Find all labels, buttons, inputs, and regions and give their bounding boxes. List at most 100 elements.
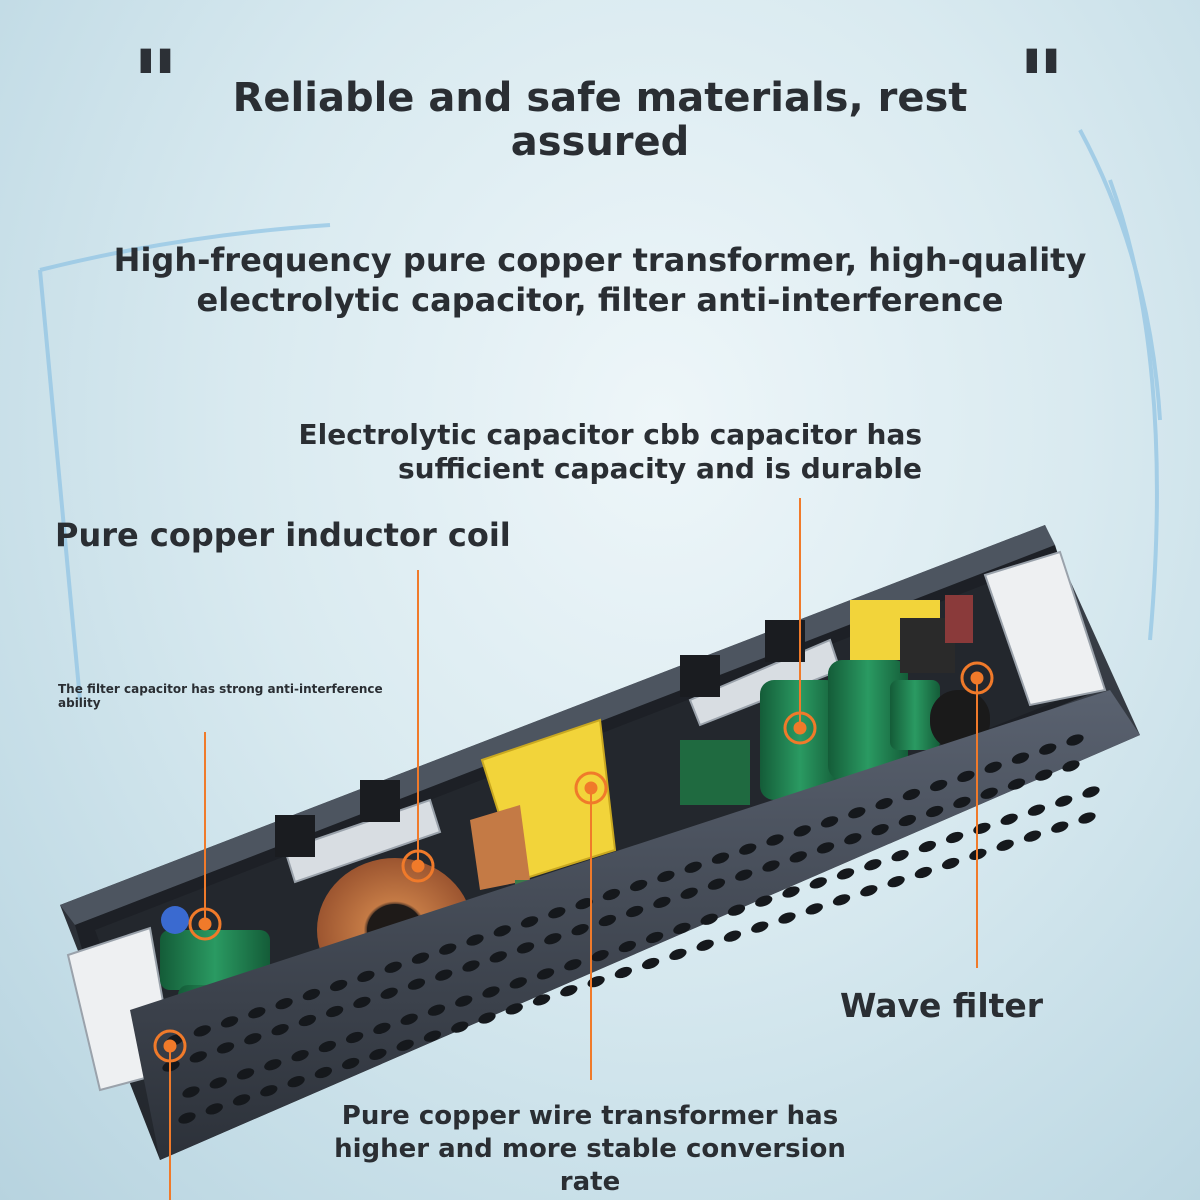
- vent-hole: [1051, 821, 1069, 833]
- vent-hole: [587, 976, 605, 988]
- vent-hole: [205, 1103, 223, 1115]
- heatsink-bars: [275, 620, 842, 884]
- vent-hole: [820, 816, 839, 828]
- vent-hole: [918, 840, 936, 853]
- vent-hole: [739, 843, 757, 855]
- vent-hole: [711, 852, 730, 864]
- vent-hole: [809, 877, 827, 889]
- vent-hole: [1082, 786, 1100, 798]
- vent-hole: [723, 930, 742, 942]
- vent-hole: [832, 894, 851, 906]
- vent-hole: [291, 1050, 309, 1062]
- vent-hole: [591, 950, 609, 962]
- vent-hole: [1007, 778, 1026, 790]
- vent-hole: [302, 988, 320, 1001]
- vent-hole: [646, 931, 664, 944]
- vent-hole: [782, 886, 800, 898]
- vent-hole: [657, 870, 675, 882]
- vent-hole: [264, 1059, 282, 1071]
- vent-hole: [614, 966, 632, 979]
- shield-outline-decoration: [38, 129, 1162, 701]
- vent-hole: [875, 798, 893, 810]
- vent-hole: [439, 943, 457, 955]
- vent-hole: [369, 1048, 387, 1060]
- vent-hole: [1039, 743, 1057, 755]
- callout-wave-filter: Wave filter: [840, 986, 1044, 1025]
- marker-transformer: [574, 771, 608, 805]
- vent-hole: [848, 807, 866, 819]
- vent-hole: [762, 860, 780, 872]
- vent-hole: [700, 913, 718, 925]
- vent-hole: [844, 833, 862, 845]
- vent-hole: [330, 979, 348, 992]
- vent-hole: [946, 831, 964, 844]
- vent-hole: [411, 952, 430, 964]
- vent-hole: [914, 866, 932, 879]
- vent-hole: [478, 1012, 496, 1024]
- vent-hole: [680, 887, 698, 899]
- vent-hole: [642, 957, 660, 970]
- vent-hole: [509, 977, 527, 989]
- vent-hole: [536, 968, 555, 980]
- vent-hole: [860, 885, 878, 897]
- marker-inductor: [401, 849, 435, 883]
- vent-hole: [544, 933, 562, 945]
- vent-hole: [489, 951, 507, 963]
- vent-hole: [707, 878, 726, 890]
- vent-hole: [346, 1031, 364, 1044]
- vent-hole: [435, 969, 453, 981]
- vent-hole: [516, 942, 535, 954]
- vent-hole: [996, 839, 1014, 851]
- vent-hole: [373, 1022, 391, 1034]
- vent-hole: [342, 1057, 360, 1070]
- vent-hole: [260, 1085, 278, 1097]
- ventilation-holes: [162, 734, 1100, 1124]
- vent-hole: [816, 842, 835, 854]
- vent-hole: [318, 1040, 336, 1053]
- marker-filter-capacitor: [188, 907, 222, 941]
- vent-hole: [564, 959, 582, 971]
- vent-hole: [836, 868, 855, 880]
- vent-hole: [1078, 812, 1096, 824]
- vent-hole: [236, 1068, 255, 1080]
- vent-hole: [953, 796, 971, 808]
- vent-hole: [602, 888, 620, 901]
- yellow-transformer: [470, 718, 617, 890]
- vent-hole: [396, 1039, 414, 1051]
- vent-hole: [1055, 795, 1073, 807]
- vent-hole: [287, 1076, 305, 1088]
- vent-hole: [930, 779, 948, 792]
- vent-hole: [482, 986, 500, 998]
- marker-wave-filter: [960, 661, 994, 695]
- close-quote-mark: ": [1018, 30, 1065, 136]
- vent-hole: [984, 761, 1002, 773]
- vent-hole: [864, 859, 882, 871]
- vent-hole: [400, 1013, 418, 1025]
- vent-hole: [755, 895, 773, 907]
- vent-hole: [326, 1005, 344, 1018]
- vent-hole: [898, 814, 916, 827]
- marker-terminal: [153, 1029, 187, 1063]
- vent-hole: [957, 770, 975, 782]
- vent-hole: [216, 1042, 235, 1054]
- vent-hole: [630, 879, 648, 892]
- vent-hole: [751, 921, 769, 933]
- vent-hole: [357, 970, 375, 982]
- callout-capacitor: Electrolytic capacitor cbb capacitor has…: [298, 418, 922, 485]
- vent-hole: [1023, 830, 1042, 842]
- callout-transformer: Pure copper wire transformer has higher …: [334, 1101, 846, 1197]
- vent-hole: [598, 914, 616, 927]
- vent-hole: [384, 961, 402, 973]
- open-quote-mark: ": [132, 30, 179, 136]
- vent-hole: [548, 907, 566, 919]
- vent-hole: [275, 998, 293, 1010]
- vent-hole: [926, 805, 944, 818]
- vent-hole: [532, 994, 551, 1006]
- vent-hole: [462, 960, 480, 972]
- vent-hole: [466, 934, 484, 946]
- callout-leader-lines: [169, 498, 978, 1200]
- callout-markers: [153, 661, 994, 1063]
- vent-hole: [423, 1030, 442, 1042]
- vent-hole: [1062, 760, 1080, 772]
- vent-hole: [980, 787, 998, 799]
